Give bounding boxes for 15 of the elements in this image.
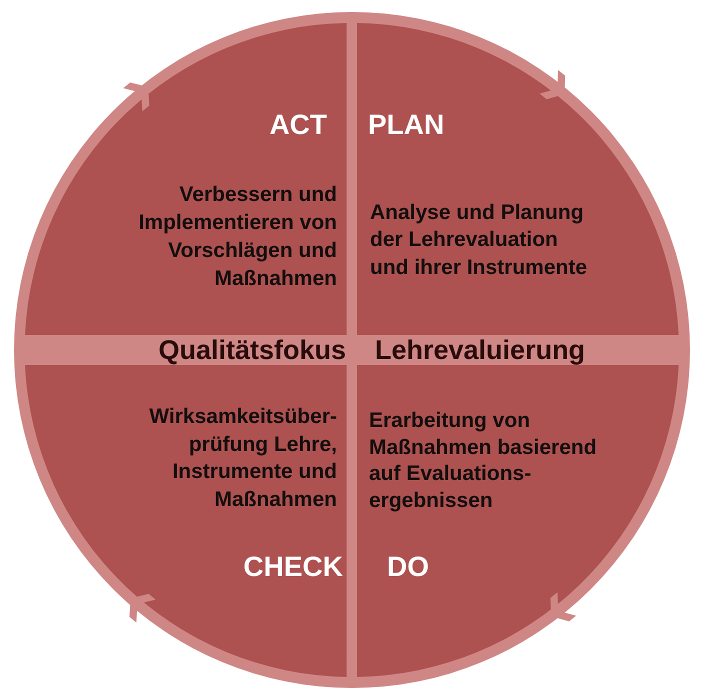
phase-description: Verbessern und Implementieren von Vorschlägen und Maßnahmen [138,182,337,292]
quadrant-sector [357,23,679,335]
phase-description: Erarbeitung von Maßnahmen basierend auf Evaluations-ergebnissen [369,408,598,514]
quadrant-sector [25,23,347,335]
cycle-circle [14,12,690,688]
band-label: Qualitätsfokus [158,335,346,365]
quadrant-sector [25,365,347,677]
quadrant-sector [357,365,679,677]
band-label: Lehrevaluierung [375,335,586,365]
phase-description: Wirksamkeitsüber-prüfung Lehre, Instrumente und Maßnahmen [148,404,337,512]
phase-title: DO [387,551,429,583]
phase-title: PLAN [368,108,444,141]
phase-title: CHECK [243,551,343,583]
phase-title: ACT [269,108,327,141]
phase-description: Analyse und Planung der Lehrevaluation und ihrer Instrumente [370,200,588,281]
